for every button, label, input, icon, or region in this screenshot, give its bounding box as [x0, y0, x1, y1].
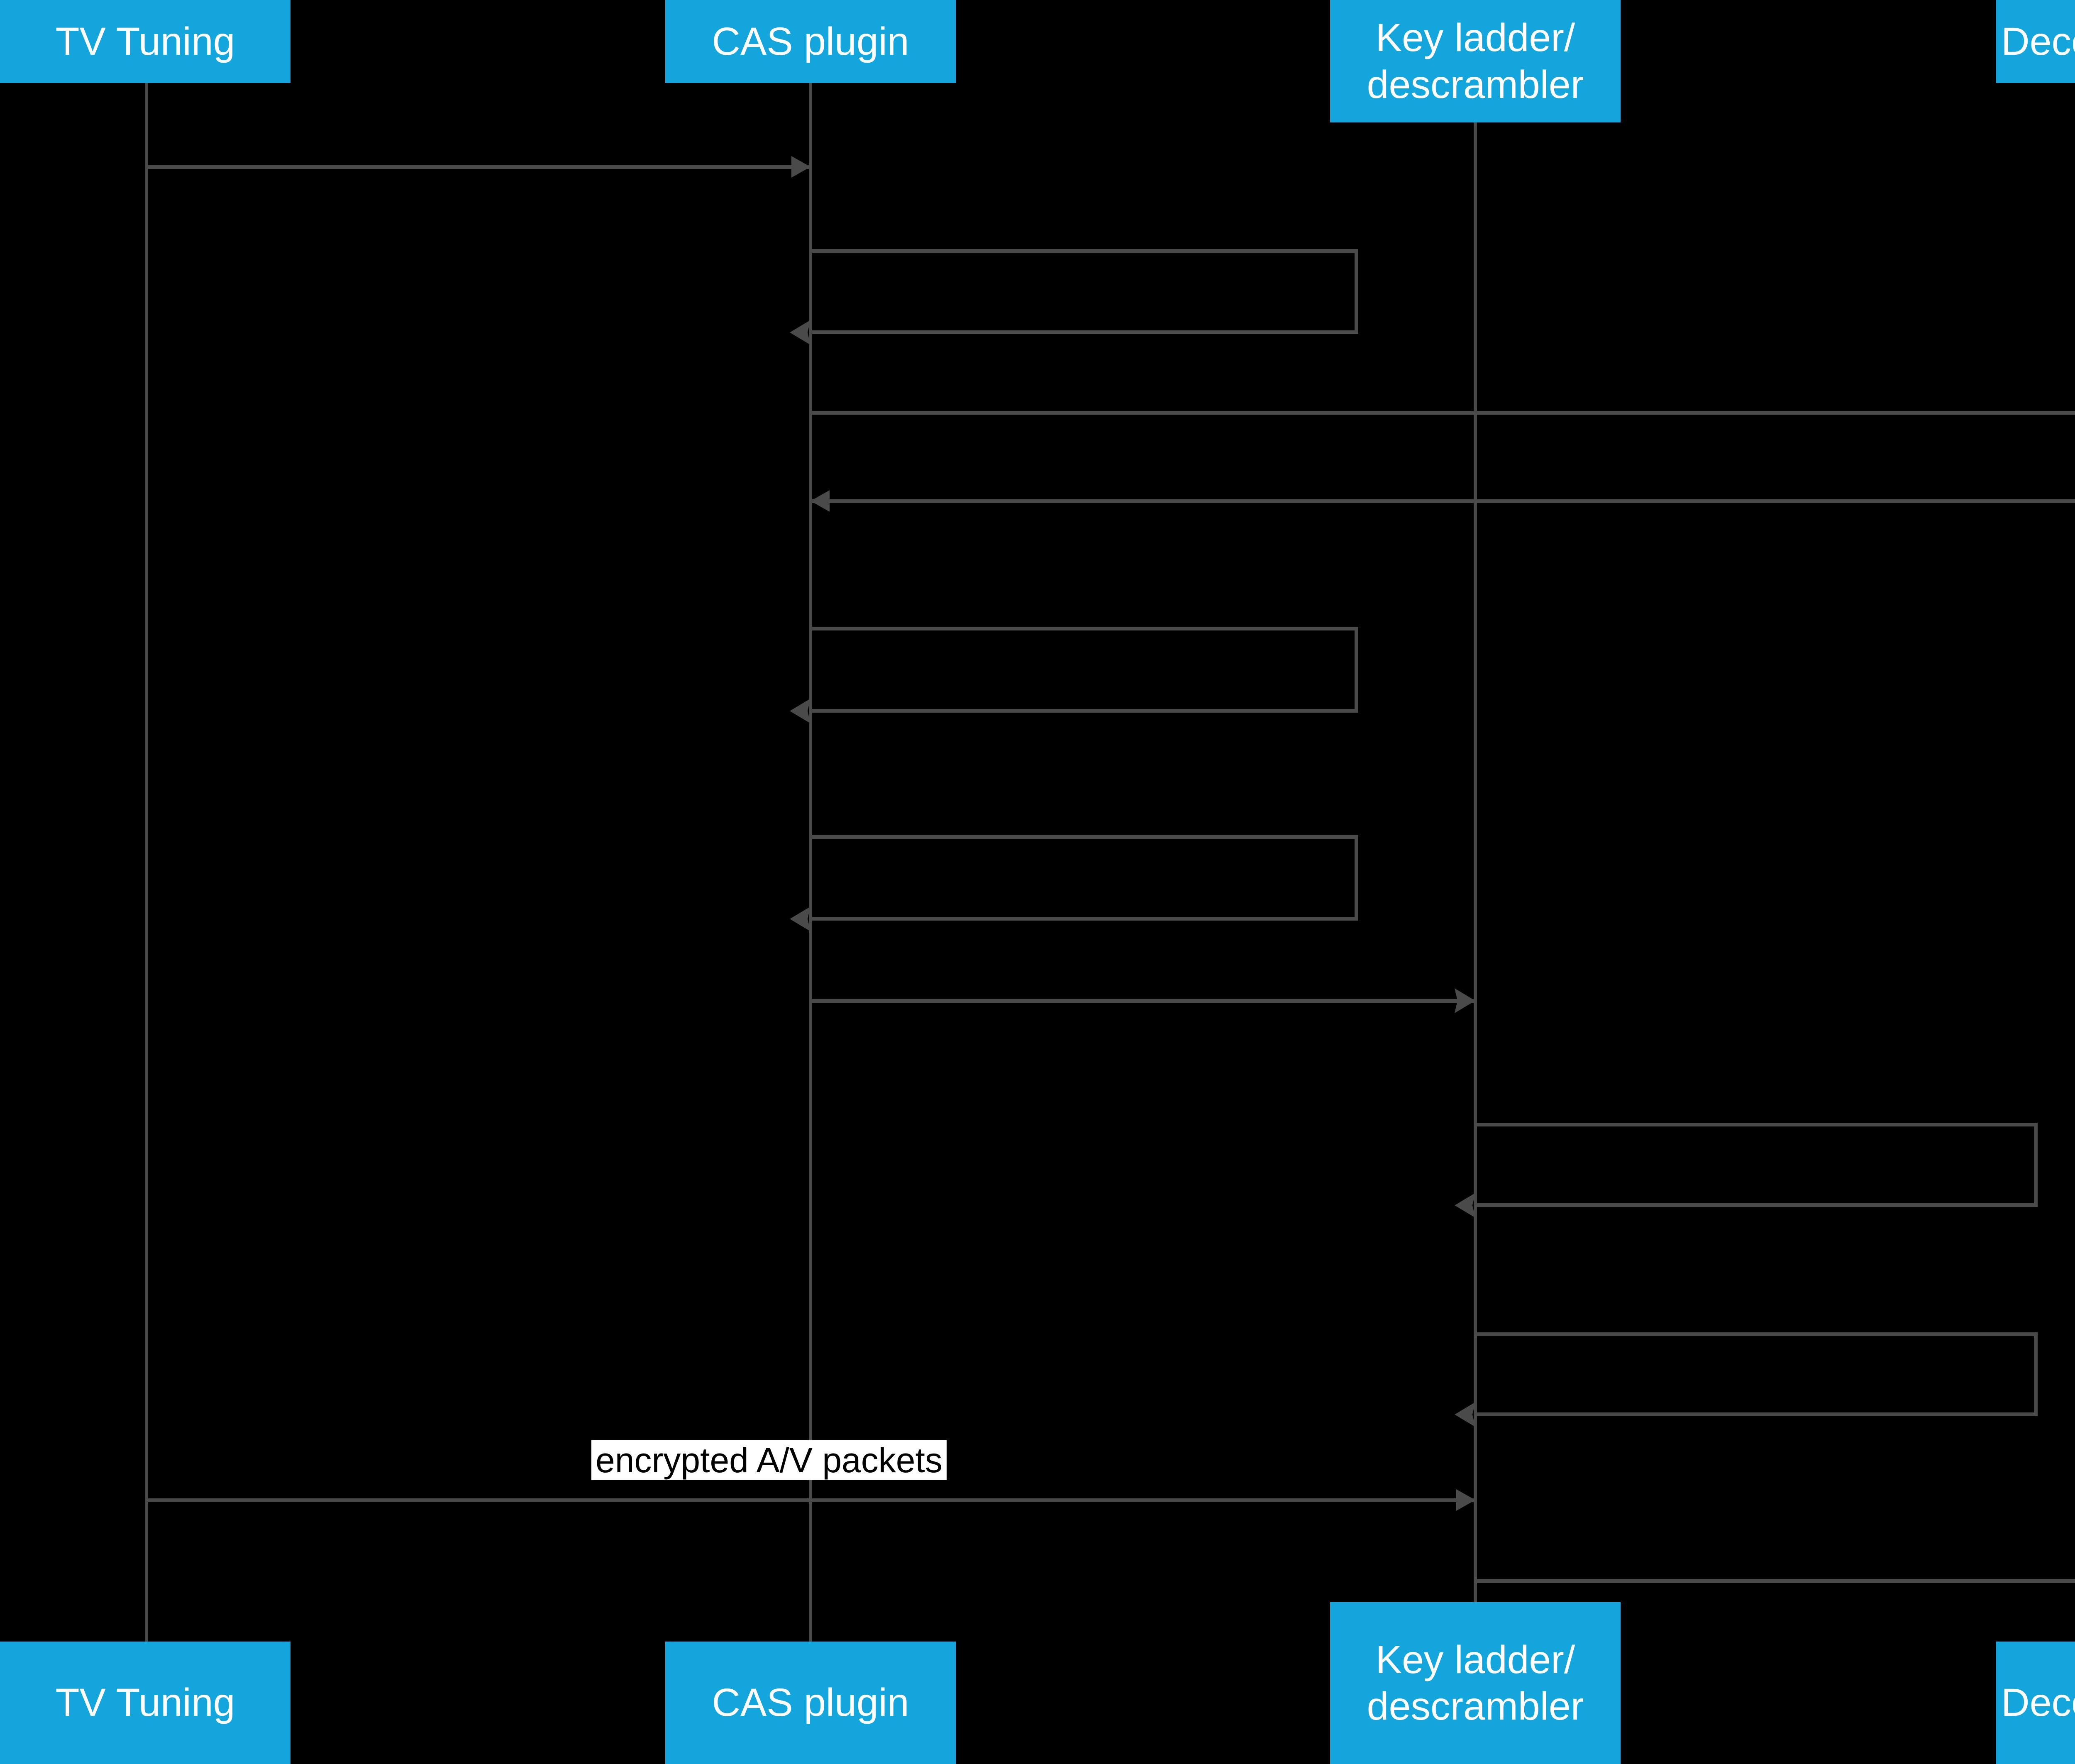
self-call-loop[interactable] [810, 627, 1358, 713]
arrow-shaft [810, 411, 2075, 415]
arrowhead-open-icon [1455, 1402, 1475, 1427]
lifeline-cas-plugin [809, 83, 812, 1642]
actor-header-cas-plugin[interactable]: CAS plugin [665, 0, 956, 83]
actor-header-decode-display[interactable]: Decode, display [1996, 0, 2075, 83]
self-call-loop[interactable] [1475, 1123, 2038, 1207]
arrowhead-filled-icon [1456, 1489, 1475, 1511]
arrowhead-open-icon [790, 699, 810, 723]
arrowhead-filled-icon [810, 490, 830, 512]
arrow-shaft [810, 499, 2075, 503]
arrowhead-open-icon [1455, 1193, 1475, 1218]
lifeline-tv-tuning [145, 83, 148, 1642]
self-call-loop[interactable] [810, 835, 1358, 921]
actor-header-tv-tuning[interactable]: TV Tuning [0, 0, 290, 83]
actor-footer-tv-tuning[interactable]: TV Tuning [0, 1642, 290, 1764]
arrow-shaft [146, 1498, 1475, 1502]
actor-footer-key-ladder[interactable]: Key ladder/ descrambler [1330, 1602, 1621, 1764]
arrowhead-filled-icon [791, 156, 810, 178]
message-label: encrypted A/V packets [591, 1440, 947, 1480]
arrow-shaft [810, 999, 1475, 1003]
actor-header-key-ladder[interactable]: Key ladder/ descrambler [1330, 0, 1621, 122]
self-call-loop[interactable] [810, 249, 1358, 334]
actor-footer-cas-plugin[interactable]: CAS plugin [665, 1642, 956, 1764]
lifeline-key-ladder [1474, 122, 1477, 1602]
arrow-shaft [1475, 1579, 2075, 1583]
arrowhead-open-icon [1455, 988, 1475, 1013]
arrowhead-open-icon [790, 320, 810, 345]
arrow-shaft [146, 165, 810, 169]
actor-footer-decode-display[interactable]: Decode, display [1996, 1642, 2075, 1764]
arrowhead-open-icon [790, 906, 810, 931]
self-call-loop[interactable] [1475, 1332, 2038, 1416]
